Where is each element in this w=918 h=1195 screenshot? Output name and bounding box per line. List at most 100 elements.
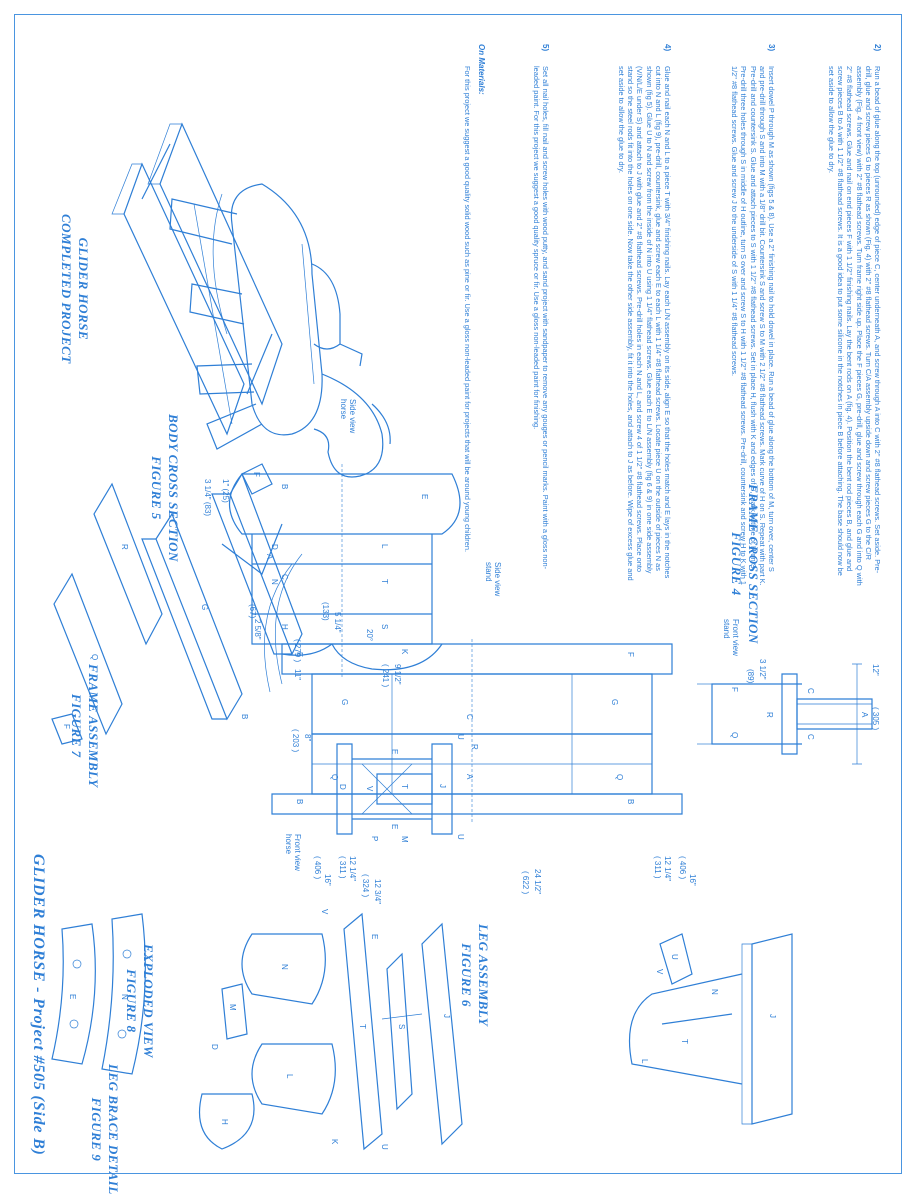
svg-text:C: C <box>806 734 815 740</box>
svg-text:V: V <box>365 786 374 792</box>
label-side-view-horse: Side view horse <box>339 399 357 433</box>
svg-text:V: V <box>655 969 664 975</box>
dim-len-24: 24 1/2" <box>533 869 542 895</box>
step-text: Set all nail holes, fill nail and screw … <box>531 66 550 570</box>
svg-text:Q: Q <box>90 654 99 660</box>
svg-text:F: F <box>295 652 304 657</box>
svg-text:L: L <box>640 1059 649 1064</box>
dim-len-16-a: 16" <box>688 874 697 886</box>
svg-text:N: N <box>710 989 719 995</box>
caption-line: FIGURE 7 <box>69 693 84 758</box>
svg-text:Q: Q <box>330 774 339 780</box>
svg-text:D: D <box>338 784 347 790</box>
dim-len-12-a-mm: ( 311 ) <box>653 856 662 879</box>
svg-text:E: E <box>68 994 77 999</box>
svg-text:F: F <box>730 687 739 692</box>
svg-text:S: S <box>380 624 389 629</box>
completed-caption: GLIDER HORSE COMPLETED PROJECT <box>58 214 92 364</box>
svg-text:C: C <box>465 714 474 720</box>
svg-text:B: B <box>626 799 635 804</box>
svg-text:A: A <box>860 712 869 718</box>
label-front-view-horse: Front view horse <box>284 834 302 871</box>
dim-body-5-mm: (133) <box>321 602 330 621</box>
svg-text:F: F <box>252 472 261 477</box>
leg-brace-caption: LEG BRACE DETAIL FIGURE 9 <box>88 1064 122 1195</box>
step-4: 4) Glue and nail each N and L to a piece… <box>542 44 672 584</box>
step-number: 5) <box>541 44 550 52</box>
view-label: Side view <box>493 562 502 597</box>
svg-text:T: T <box>400 784 409 789</box>
dim-len-12-a: 12 1/4" <box>663 856 672 882</box>
svg-text:E: E <box>370 934 379 939</box>
svg-text:B: B <box>280 484 289 489</box>
svg-text:T: T <box>380 579 389 584</box>
svg-text:T: T <box>680 1039 689 1044</box>
sheet-title: GLIDER HORSE - Project #505 (Side B) <box>30 854 47 1156</box>
caption-line: FRAME CROSS SECTION <box>746 484 761 644</box>
step-text: Glue and nail each N and L to a piece T … <box>616 66 672 581</box>
caption-line: FIGURE 4 <box>729 532 744 596</box>
dim-len-24-mm: ( 622 ) <box>521 871 530 895</box>
svg-text:L: L <box>380 544 389 549</box>
svg-text:V: V <box>320 909 329 915</box>
dim-body-20deg: 20° <box>365 629 374 642</box>
view-label: Side view <box>348 399 357 434</box>
caption-line: GLIDER HORSE <box>76 237 91 341</box>
svg-text:Q: Q <box>615 774 624 780</box>
frame-front-view-drawing: F Q A R C C <box>697 663 873 765</box>
step-5: 5) Set all nail holes, fill nail and scr… <box>490 44 550 584</box>
svg-text:H: H <box>220 1119 229 1125</box>
svg-text:D: D <box>270 544 279 550</box>
dim-front-width-mm: ( 305 ) <box>871 707 880 731</box>
dim-front-width: 12" <box>871 664 880 676</box>
step-number: 3) <box>767 44 776 52</box>
view-label: horse <box>339 399 348 420</box>
svg-text:B: B <box>295 799 304 804</box>
dim-len-16-b-mm: ( 406 ) <box>313 856 322 880</box>
exploded-view-drawing: JST NLH MEK VUD <box>198 909 463 1151</box>
leg-assembly-drawing: J T L N U V <box>629 933 793 1125</box>
svg-text:M: M <box>228 1004 237 1011</box>
leg-brace-drawing: NE <box>51 913 146 1075</box>
svg-text:P: P <box>370 836 379 841</box>
svg-text:D: D <box>210 1044 219 1050</box>
svg-text:B: B <box>240 714 249 719</box>
svg-text:J: J <box>438 784 447 788</box>
svg-text:C: C <box>806 688 815 694</box>
svg-text:H: H <box>280 624 289 630</box>
svg-text:L: L <box>285 1074 294 1079</box>
svg-text:N: N <box>270 579 279 585</box>
svg-text:U: U <box>456 734 465 740</box>
svg-text:E: E <box>390 749 399 754</box>
svg-text:G: G <box>200 604 209 610</box>
svg-text:T: T <box>358 1024 367 1029</box>
rotated-sheet: 2) Run a bead of glue along the top (unr… <box>14 14 902 1195</box>
caption-line: LEG BRACE DETAIL <box>106 1064 121 1195</box>
svg-text:R: R <box>470 744 479 750</box>
svg-text:S: S <box>397 1024 406 1029</box>
svg-text:U: U <box>670 954 679 960</box>
caption-line: COMPLETED PROJECT <box>59 214 74 364</box>
step-2: 2) Run a bead of glue along the top (unr… <box>762 44 882 586</box>
dim-body-9-mm: ( 241 ) <box>381 664 390 688</box>
dim-body-5: 5 1/4" <box>333 612 342 633</box>
svg-text:N: N <box>280 964 289 970</box>
svg-text:F: F <box>626 652 635 657</box>
svg-text:J: J <box>768 1014 777 1018</box>
svg-text:N: N <box>120 994 129 1000</box>
step-number: 4) <box>663 44 672 52</box>
svg-text:K: K <box>400 649 409 655</box>
svg-text:R: R <box>765 712 774 718</box>
step-text: Run a bead of glue along the top (unroun… <box>826 66 882 586</box>
label-side-view-stand: Side view stand <box>484 562 502 596</box>
dim-len-12-b-mm: ( 311 ) <box>338 856 347 879</box>
svg-text:A: A <box>465 774 474 780</box>
svg-text:K: K <box>330 1139 339 1145</box>
svg-text:E: E <box>390 824 399 829</box>
svg-text:C: C <box>280 574 289 580</box>
dim-height-mm: (89) <box>746 669 755 684</box>
svg-text:Q: Q <box>730 732 739 738</box>
